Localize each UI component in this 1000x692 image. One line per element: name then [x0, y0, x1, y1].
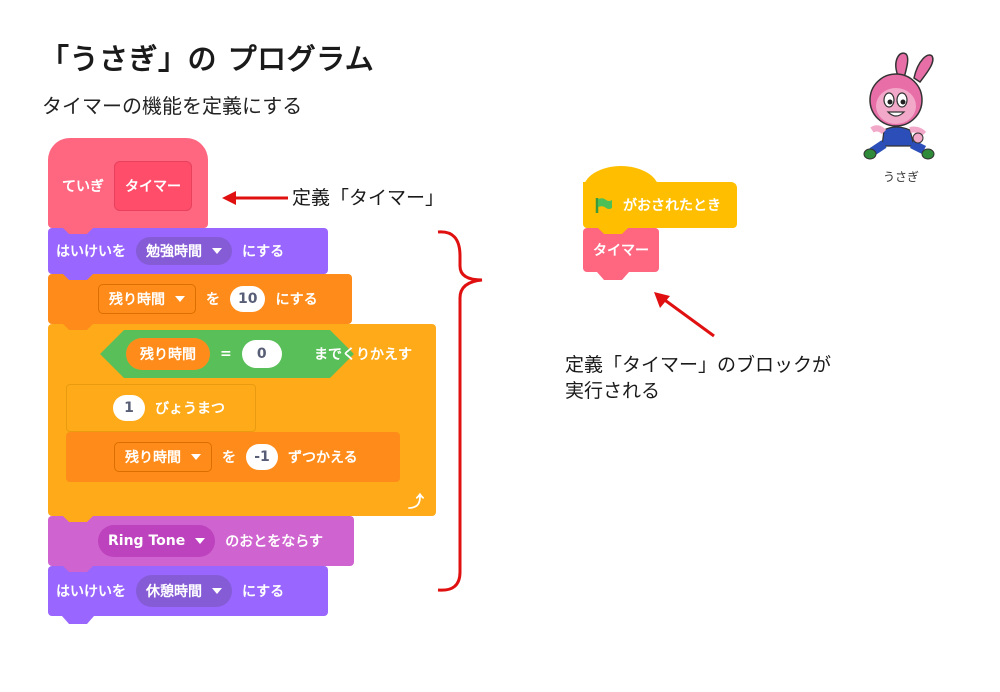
annotation-line: 実行される — [565, 380, 661, 402]
right-brace-icon — [437, 230, 483, 592]
equals-operator[interactable]: 残り時間 = 0 — [100, 330, 354, 378]
repeat-until-block[interactable]: 残り時間 = 0 までくりかえす 1 びょうまつ 残り時間 を -1 ずつかえる… — [48, 324, 436, 516]
green-flag-icon — [595, 198, 612, 213]
block-text: にする — [242, 244, 285, 260]
block-text: ずつかえる — [288, 450, 358, 466]
define-name: タイマー — [125, 179, 181, 195]
dropdown-arrow-icon — [175, 296, 185, 302]
dropdown-arrow-icon — [195, 538, 206, 544]
switch-backdrop-block[interactable]: はいけいを 勉強時間 にする — [48, 228, 328, 274]
define-label: ていぎ — [62, 179, 104, 195]
block-text: のおとをならす — [225, 534, 323, 550]
block-bottom-notch — [597, 272, 629, 280]
block-text: はいけいを — [56, 244, 126, 260]
loop-arrow-icon: ⤴ — [408, 492, 425, 511]
dropdown-value: 勉強時間 — [146, 244, 202, 260]
backdrop-dropdown[interactable]: 勉強時間 — [136, 237, 232, 265]
value-input[interactable]: 0 — [242, 340, 282, 368]
dropdown-value: 残り時間 — [109, 292, 165, 308]
hat-label: がおされたとき — [623, 198, 721, 214]
dropdown-value: Ring Tone — [108, 533, 186, 549]
variable-dropdown[interactable]: 残り時間 — [98, 284, 196, 314]
block-text: にする — [275, 292, 318, 308]
block-text: はいけいを — [56, 584, 126, 600]
block-text: を — [222, 450, 236, 466]
character-label: うさぎ — [882, 170, 919, 184]
call-label: タイマー — [593, 243, 649, 259]
dropdown-arrow-icon — [191, 454, 201, 460]
value-input[interactable]: 10 — [230, 286, 266, 312]
rabbit-character-icon — [863, 52, 935, 160]
dropdown-arrow-icon — [212, 588, 222, 594]
executed-annotation: 定義「タイマー」のブロックが 実行される — [565, 352, 831, 404]
switch-backdrop-block[interactable]: はいけいを 休憩時間 にする — [48, 566, 328, 616]
wait-block[interactable]: 1 びょうまつ — [66, 384, 256, 432]
left-arrow-icon — [222, 191, 288, 205]
backdrop-dropdown[interactable]: 休憩時間 — [136, 575, 232, 607]
diagonal-arrow-icon — [654, 292, 715, 338]
variable-dropdown[interactable]: 残り時間 — [114, 442, 212, 472]
block-text: びょうまつ — [155, 401, 225, 417]
block-text: を — [206, 292, 220, 308]
reporter-text: 残り時間 — [140, 347, 196, 363]
define-prototype[interactable]: タイマー — [114, 161, 192, 211]
repeat-until-label: までくりかえす — [314, 347, 412, 363]
variable-reporter[interactable]: 残り時間 — [126, 338, 210, 370]
define-block[interactable]: ていぎ タイマー — [48, 138, 208, 228]
operator-symbol: = — [220, 346, 232, 362]
block-bottom-notch — [62, 616, 94, 624]
character: うさぎ — [858, 46, 944, 186]
dropdown-value: 休憩時間 — [146, 584, 202, 600]
define-annotation: 定義「タイマー」 — [292, 187, 445, 209]
change-variable-block[interactable]: 残り時間 を -1 ずつかえる — [66, 432, 400, 482]
page-subtitle: タイマーの機能を定義にする — [42, 94, 303, 118]
dropdown-value: 残り時間 — [125, 450, 181, 466]
play-sound-block[interactable]: Ring Tone のおとをならす — [48, 516, 354, 566]
dropdown-arrow-icon — [212, 248, 222, 254]
page-title: 「うさぎ」の プログラム — [40, 42, 375, 76]
value-input[interactable]: 1 — [113, 395, 145, 421]
timer-call-block[interactable]: タイマー — [583, 228, 659, 272]
when-flag-clicked-block[interactable]: がおされたとき — [583, 182, 737, 228]
block-text: にする — [242, 584, 285, 600]
value-input[interactable]: -1 — [246, 444, 278, 470]
set-variable-block[interactable]: 残り時間 を 10 にする — [48, 274, 352, 324]
sound-dropdown[interactable]: Ring Tone — [98, 525, 216, 557]
annotation-line: 定義「タイマー」のブロックが — [565, 354, 832, 376]
